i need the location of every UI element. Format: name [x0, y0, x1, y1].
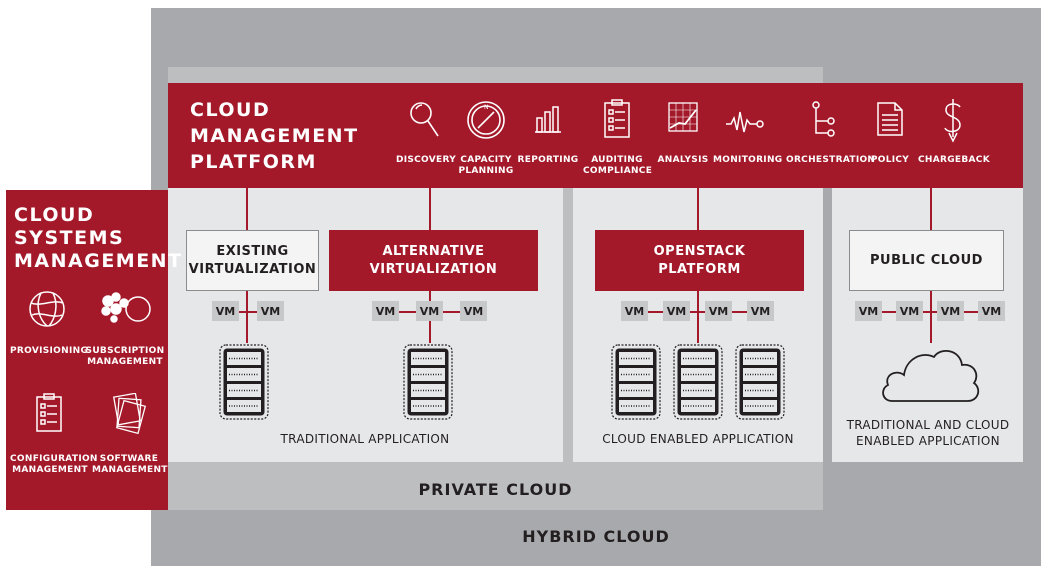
server-rack-icon [672, 343, 724, 421]
csm-title-line: CLOUD [14, 204, 95, 226]
private-cloud-label: PRIVATE CLOUD [418, 480, 573, 499]
tool-label-analysis: ANALYSIS [657, 155, 709, 165]
server-rack-icon [610, 343, 662, 421]
connector-line [930, 188, 932, 230]
csm-label-line: SUBSCRIPTION [85, 346, 165, 356]
globe-icon [27, 289, 67, 329]
stack-icon [108, 393, 148, 437]
label-line: TRADITIONAL AND CLOUD [846, 418, 1010, 432]
hybrid-cloud-label: HYBRID CLOUD [522, 527, 670, 546]
csm-label-line: MANAGEMENT [92, 465, 168, 475]
connector-line [697, 188, 699, 230]
csm-title-line: SYSTEMS [14, 227, 125, 249]
svg-text:N: N [484, 104, 489, 111]
tool-label-orchestration: ORCHESTRATION [786, 155, 876, 165]
vm-chip: VM [705, 301, 732, 321]
csm-label-line: MANAGEMENT [87, 357, 163, 367]
vm-chip: VM [212, 301, 239, 321]
tool-label-auditing-compliance: AUDITING COMPLIANCE [583, 155, 653, 177]
magnifier-icon [408, 100, 442, 140]
dollar-icon [940, 97, 966, 143]
csm-label-configuration-management: CONFIGURATION MANAGEMENT [10, 454, 98, 476]
clipboard-icon [603, 99, 631, 139]
connector-line [246, 188, 248, 230]
public-cloud-box: PUBLIC CLOUD [849, 230, 1004, 291]
alternative-virtualization-box: ALTERNATIVE VIRTUALIZATION [329, 230, 538, 291]
tool-label-chargeback: CHARGEBACK [918, 155, 990, 165]
csm-label-line: MANAGEMENT [12, 465, 88, 475]
line-chart-icon [667, 101, 699, 135]
checklist-icon [35, 393, 63, 433]
vm-chip: VM [896, 301, 923, 321]
csm-label-line: CONFIGURATION [10, 454, 98, 464]
box-label-line: EXISTING [216, 243, 289, 259]
vm-chip: VM [372, 301, 399, 321]
existing-virtualization-box: EXISTING VIRTUALIZATION [186, 230, 319, 291]
subscription-icon [98, 289, 154, 329]
connector-line [429, 188, 431, 230]
tool-label-line: CAPACITY [460, 155, 512, 165]
vm-chip: VM [257, 301, 284, 321]
box-label-line: OPENSTACK [653, 243, 746, 259]
cloud-systems-management-panel [6, 190, 168, 510]
flow-icon [810, 100, 838, 138]
tool-label-line: PLANNING [458, 166, 514, 176]
box-label-line: PLATFORM [658, 261, 741, 277]
tool-label-line: COMPLIANCE [583, 166, 653, 176]
label-line: ENABLED APPLICATION [856, 434, 1000, 448]
hybrid-application-label: TRADITIONAL AND CLOUD ENABLED APPLICATIO… [836, 417, 1020, 449]
tool-label-monitoring: MONITORING [713, 155, 783, 165]
connector-line [246, 291, 248, 343]
box-label-line: PUBLIC CLOUD [870, 252, 983, 268]
cmp-title-line: PLATFORM [190, 151, 317, 173]
openstack-platform-box: OPENSTACK PLATFORM [595, 230, 804, 291]
tool-label-reporting: REPORTING [517, 155, 579, 165]
box-label-line: ALTERNATIVE [382, 243, 485, 259]
vm-chip: VM [937, 301, 964, 321]
box-label-line: VIRTUALIZATION [188, 261, 317, 277]
traditional-application-label: TRADITIONAL APPLICATION [280, 432, 450, 446]
csm-label-software-management: SOFTWARE MANAGEMENT [92, 454, 168, 476]
cmp-title: CLOUD MANAGEMENT PLATFORM [190, 97, 359, 175]
vm-chip: VM [978, 301, 1005, 321]
csm-title-line: MANAGEMENT [14, 250, 183, 272]
csm-label-subscription-management: SUBSCRIPTION MANAGEMENT [84, 346, 166, 368]
vm-chip: VM [663, 301, 690, 321]
vm-chip: VM [416, 301, 443, 321]
document-icon [876, 101, 904, 137]
connector-line [930, 291, 932, 343]
vm-chip: VM [621, 301, 648, 321]
csm-label-provisioning: PROVISIONING [10, 346, 89, 356]
connector-line [880, 311, 980, 313]
server-rack-icon [734, 343, 786, 421]
connector-line [646, 311, 756, 313]
tool-label-capacity-planning: CAPACITY PLANNING [456, 155, 516, 177]
connector-line [239, 311, 259, 313]
vm-chip: VM [747, 301, 774, 321]
csm-title: CLOUD SYSTEMS MANAGEMENT [14, 204, 183, 273]
tool-label-policy: POLICY [870, 155, 910, 165]
pulse-icon [725, 108, 765, 134]
box-label-line: VIRTUALIZATION [369, 261, 498, 277]
cmp-title-line: CLOUD [190, 99, 271, 121]
cloud-enabled-application-label: CLOUD ENABLED APPLICATION [602, 432, 794, 446]
cmp-title-line: MANAGEMENT [190, 125, 359, 147]
cloud-icon [878, 343, 982, 405]
tool-label-line: AUDITING [591, 155, 643, 165]
bar-chart-icon [533, 104, 563, 134]
server-rack-icon [402, 343, 454, 421]
server-rack-icon [218, 343, 270, 421]
connector-line [697, 291, 699, 343]
tool-label-discovery: DISCOVERY [395, 155, 457, 165]
compass-icon: N [466, 100, 506, 140]
csm-label-line: SOFTWARE [99, 454, 159, 464]
vm-chip: VM [855, 301, 882, 321]
vm-chip: VM [460, 301, 487, 321]
